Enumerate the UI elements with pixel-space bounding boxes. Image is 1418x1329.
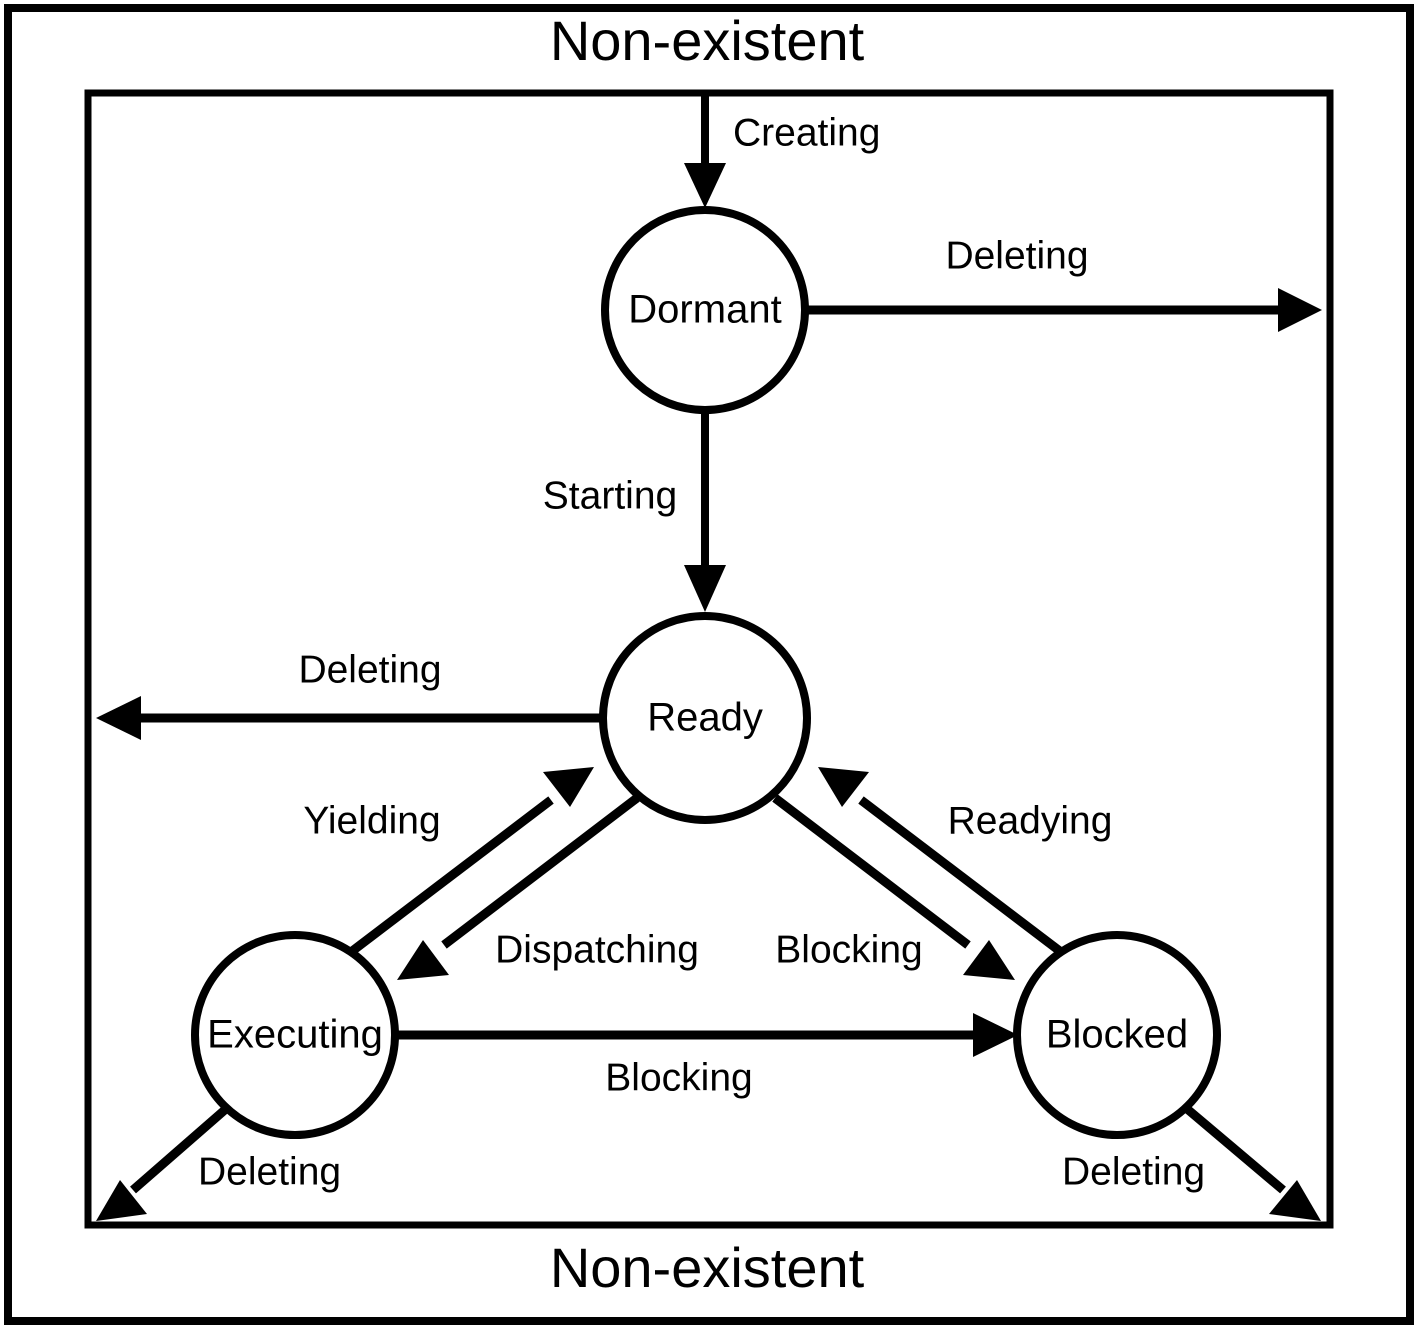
transition-deleting-executing: Deleting [96, 1104, 341, 1221]
starting-arrow-head [684, 565, 726, 612]
blocking-executing-blocked-arrow-head [973, 1013, 1018, 1057]
creating-arrow-head [684, 163, 726, 208]
state-label-executing: Executing [207, 1013, 383, 1057]
readying-arrow-line [858, 796, 1064, 956]
dormant-circle[interactable] [601, 206, 809, 414]
transition-label-readying: Readying [948, 799, 1113, 842]
state-label-blocked: Blocked [1046, 1013, 1188, 1057]
state-label-dormant: Dormant [628, 288, 781, 332]
transition-label-creating: Creating [733, 111, 880, 154]
transition-label-yielding: Yielding [303, 799, 440, 842]
transition-deleting-dormant: Deleting [808, 234, 1322, 332]
readying-arrow-head [818, 767, 869, 807]
transition-label-dispatching: Dispatching [495, 928, 699, 971]
outer-region-frame [4, 4, 1414, 1325]
transition-label-blocking-ready-blocked: Blocking [775, 928, 922, 971]
deleting-ready-arrow-head [96, 696, 141, 740]
transition-deleting-ready: Deleting [96, 648, 600, 740]
blocking-ready-blocked-arrow-line [772, 794, 971, 949]
transition-starting: Starting [543, 412, 726, 612]
state-node-blocked[interactable]: Blocked [1013, 931, 1221, 1139]
transition-yielding: Yielding [303, 767, 594, 956]
blocking-ready-blocked-arrow-head [963, 940, 1015, 980]
state-node-ready[interactable]: Ready [599, 612, 811, 824]
transition-label-starting: Starting [543, 474, 677, 517]
state-node-dormant[interactable]: Dormant [601, 206, 809, 414]
transition-label-deleting-blocked: Deleting [1062, 1150, 1205, 1193]
executing-circle[interactable] [191, 931, 399, 1139]
ready-circle[interactable] [599, 612, 811, 824]
yielding-arrow-head [543, 767, 594, 807]
deleting-dormant-arrow-head [1278, 288, 1322, 332]
deleting-executing-arrow-line [130, 1104, 230, 1194]
region-label-top: Non-existent [550, 9, 865, 72]
deleting-executing-arrow-head [96, 1180, 147, 1221]
transition-blocking-ready-blocked: Blocking [772, 794, 1015, 980]
transition-readying: Readying [818, 767, 1113, 956]
transition-label-deleting-executing: Deleting [198, 1150, 341, 1193]
transition-label-deleting-ready: Deleting [298, 648, 441, 691]
deleting-blocked-arrow-head [1269, 1180, 1321, 1221]
transition-blocking-executing-blocked: Blocking [397, 1013, 1018, 1099]
dispatching-arrow-line [441, 794, 640, 949]
transition-dispatching: Dispatching [397, 794, 699, 980]
transition-label-blocking-executing-blocked: Blocking [605, 1056, 752, 1099]
transition-deleting-blocked: Deleting [1062, 1104, 1321, 1221]
state-label-ready: Ready [647, 696, 763, 740]
deleting-blocked-arrow-line [1183, 1104, 1286, 1194]
state-node-executing[interactable]: Executing [191, 931, 399, 1139]
inner-region-frame [84, 89, 1334, 1229]
transition-creating: Creating [684, 95, 880, 208]
dispatching-arrow-head [397, 940, 449, 980]
transition-label-deleting-dormant: Deleting [945, 234, 1088, 277]
region-label-bottom: Non-existent [550, 1236, 865, 1299]
yielding-arrow-line [348, 796, 554, 956]
